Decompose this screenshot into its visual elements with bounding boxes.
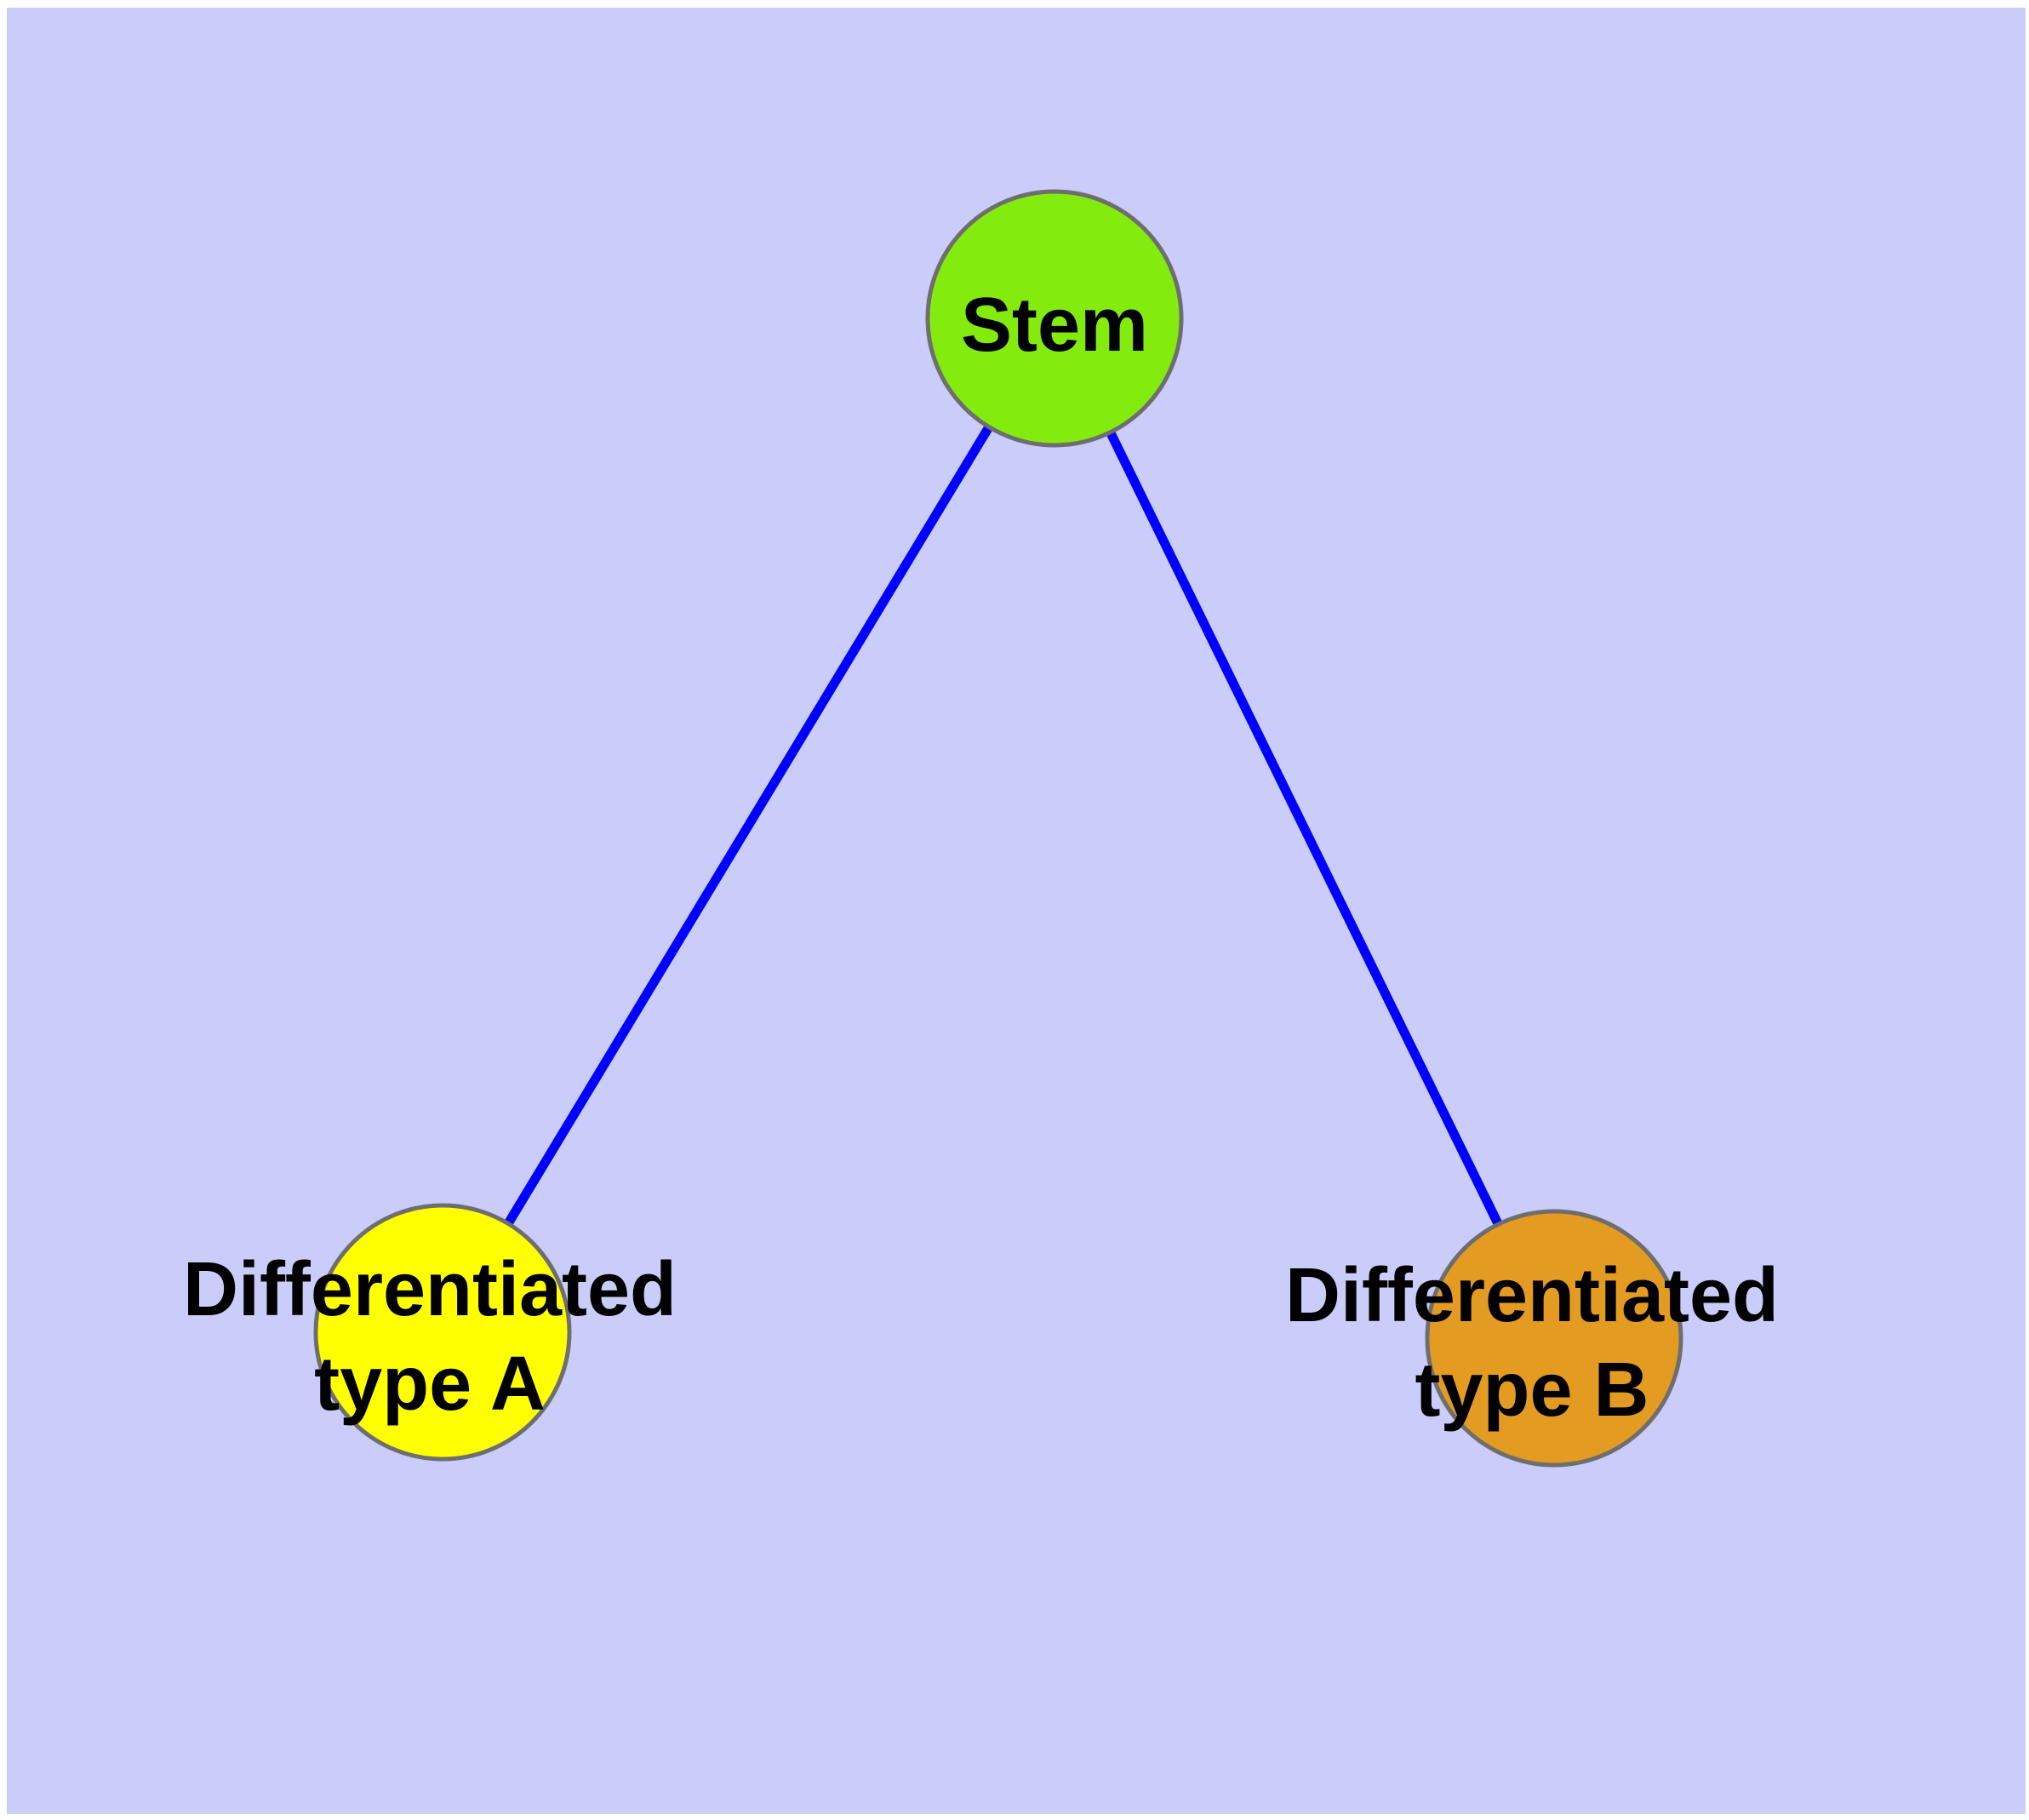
node-type-a-circle: [313, 1203, 572, 1462]
edges-layer: [438, 316, 1558, 1341]
node-type-b-label-line-1: Differentiated: [1285, 1253, 1779, 1338]
edge-stem-type-b: [1050, 316, 1558, 1341]
node-stem-circle: [925, 189, 1184, 448]
node-stem-label: Stem: [961, 283, 1148, 368]
node-type-a-label: Differentiated type A: [183, 1247, 677, 1427]
node-type-a: Differentiated type A: [183, 1203, 677, 1462]
edge-stem-type-a: [438, 316, 1059, 1335]
node-type-b-label: Differentiated type B: [1285, 1253, 1779, 1433]
node-stem: Stem: [925, 189, 1184, 448]
node-type-a-label-line-2: type A: [314, 1342, 546, 1427]
node-type-b-circle: [1425, 1209, 1683, 1468]
node-type-b-label-line-2: type B: [1415, 1348, 1649, 1433]
node-type-a-label-line-1: Differentiated: [183, 1247, 677, 1332]
node-stem-label-line-1: Stem: [961, 283, 1148, 368]
node-type-b: Differentiated type B: [1285, 1209, 1779, 1468]
